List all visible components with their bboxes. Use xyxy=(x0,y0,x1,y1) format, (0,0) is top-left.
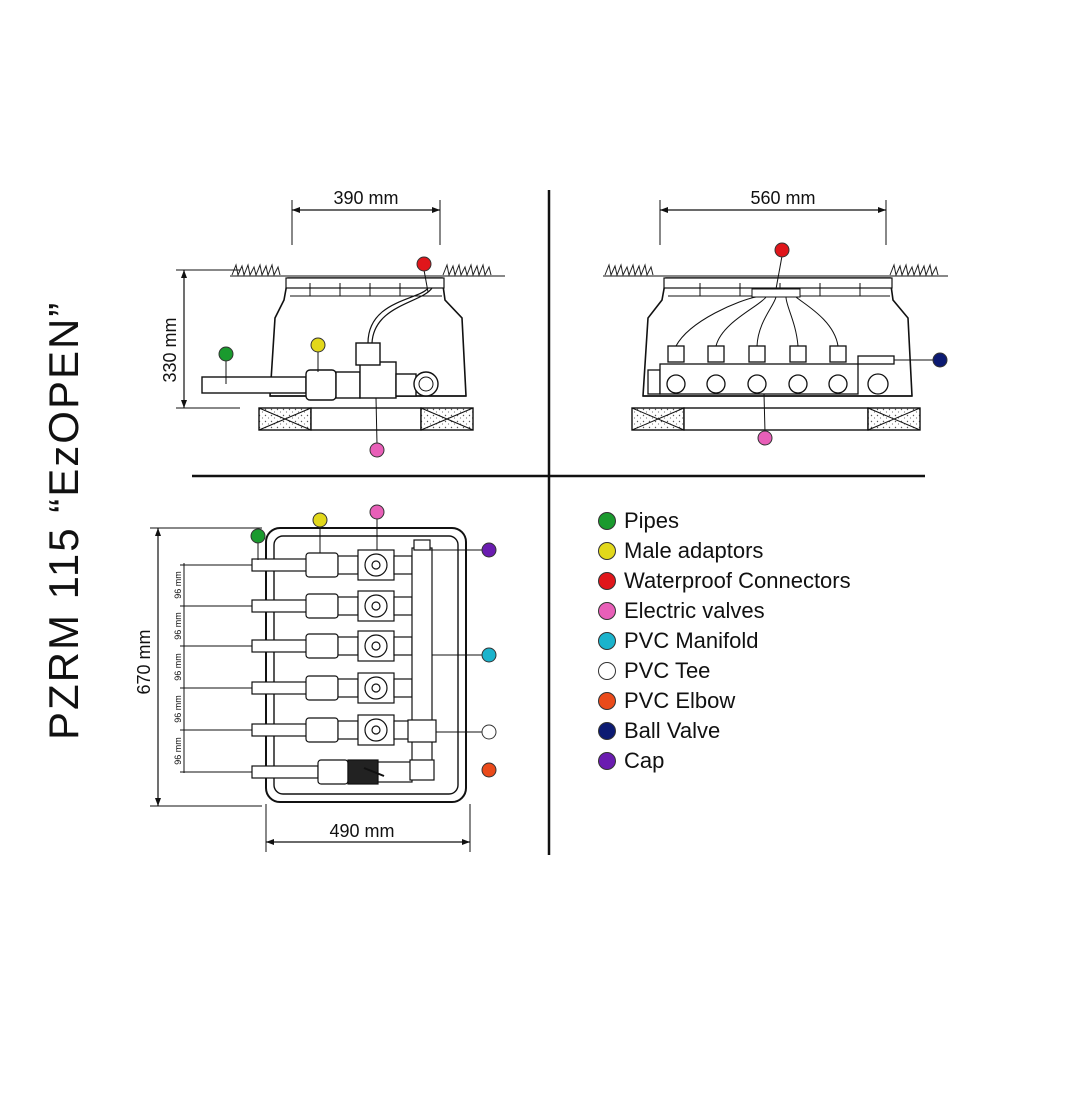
marker-manifold xyxy=(481,647,497,663)
marker-pipes xyxy=(218,346,234,362)
side-view: 390 mm 330 mm xyxy=(160,188,505,458)
legend-item: Electric valves xyxy=(598,596,851,626)
legend-item: PVC Manifold xyxy=(598,626,851,656)
front-width-label: 560 mm xyxy=(750,188,815,208)
legend-item: Pipes xyxy=(598,506,851,536)
marker-top-pipes xyxy=(250,528,266,544)
spacing-label-3: 96 mm xyxy=(173,653,183,681)
side-width-label: 390 mm xyxy=(333,188,398,208)
top-view: 670 mm 96 mm 96 mm 96 mm 96 mm 96 mm 490… xyxy=(134,504,497,852)
legend-swatch xyxy=(598,602,616,620)
legend-swatch xyxy=(598,512,616,530)
marker-front-valve xyxy=(757,430,773,446)
legend-swatch xyxy=(598,662,616,680)
marker-front-connector xyxy=(774,242,790,258)
spacing-label-5: 96 mm xyxy=(173,737,183,765)
legend-item: Male adaptors xyxy=(598,536,851,566)
legend-swatch xyxy=(598,632,616,650)
front-view: 560 mm xyxy=(603,188,948,446)
marker-tee xyxy=(481,724,497,740)
top-width-label: 490 mm xyxy=(329,821,394,841)
top-height-label: 670 mm xyxy=(134,629,154,694)
legend-swatch xyxy=(598,542,616,560)
legend-item: Cap xyxy=(598,746,851,776)
spacing-label-4: 96 mm xyxy=(173,695,183,723)
legend-item: Ball Valve xyxy=(598,716,851,746)
side-height-label: 330 mm xyxy=(160,317,180,382)
marker-cap xyxy=(481,542,497,558)
marker-top-adaptor xyxy=(312,512,328,528)
marker-electric-valve xyxy=(369,442,385,458)
spacing-label-1: 96 mm xyxy=(173,571,183,599)
legend-label: Cap xyxy=(624,748,665,773)
legend-label: Waterproof Connectors xyxy=(624,568,851,593)
marker-waterproof-connector xyxy=(416,256,432,272)
marker-ball-valve xyxy=(932,352,948,368)
legend-label: PVC Tee xyxy=(624,658,711,683)
legend-label: PVC Elbow xyxy=(624,688,736,713)
product-title: PZRM 115 “EzOPEN” xyxy=(40,300,87,740)
legend-item: Waterproof Connectors xyxy=(598,566,851,596)
marker-elbow xyxy=(481,762,497,778)
marker-male-adaptor xyxy=(310,337,326,353)
legend-swatch xyxy=(598,692,616,710)
legend-item: PVC Elbow xyxy=(598,686,851,716)
legend-swatch xyxy=(598,752,616,770)
marker-top-valve xyxy=(369,504,385,520)
legend-swatch xyxy=(598,572,616,590)
legend-swatch xyxy=(598,722,616,740)
legend-label: Male adaptors xyxy=(624,538,764,563)
spacing-label-2: 96 mm xyxy=(173,612,183,640)
legend-label: Ball Valve xyxy=(624,718,721,743)
legend-label: Pipes xyxy=(624,508,680,533)
legend-label: PVC Manifold xyxy=(624,628,759,653)
legend-item: PVC Tee xyxy=(598,656,851,686)
legend-label: Electric valves xyxy=(624,598,765,623)
